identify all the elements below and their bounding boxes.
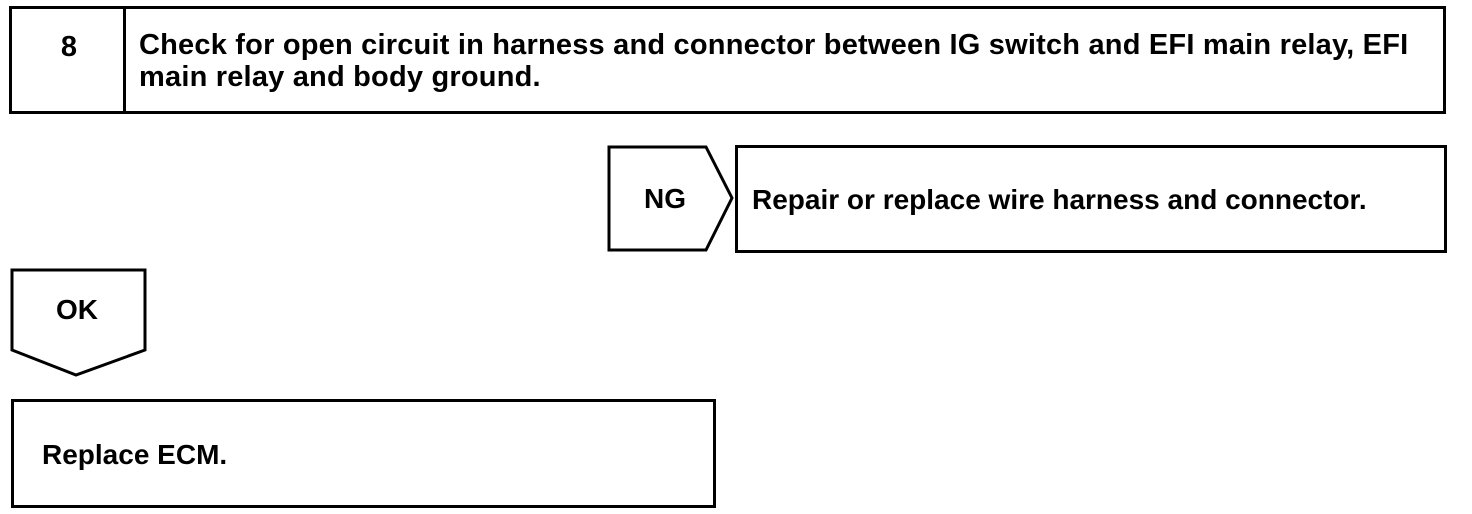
ok-action-text: Replace ECM. bbox=[42, 439, 228, 470]
step-number-cell: 8 bbox=[12, 9, 126, 111]
ng-action-box: Repair or replace wire harness and conne… bbox=[735, 145, 1447, 253]
ng-label: NG bbox=[644, 183, 686, 214]
step-number: 8 bbox=[60, 31, 78, 63]
step-title: Check for open circuit in harness and co… bbox=[139, 29, 1409, 93]
ng-action-text: Repair or replace wire harness and conne… bbox=[752, 184, 1367, 215]
ok-action-box: Replace ECM. bbox=[11, 399, 716, 508]
ok-label: OK bbox=[56, 294, 98, 325]
step-box: 8 Check for open circuit in harness and … bbox=[9, 6, 1446, 114]
